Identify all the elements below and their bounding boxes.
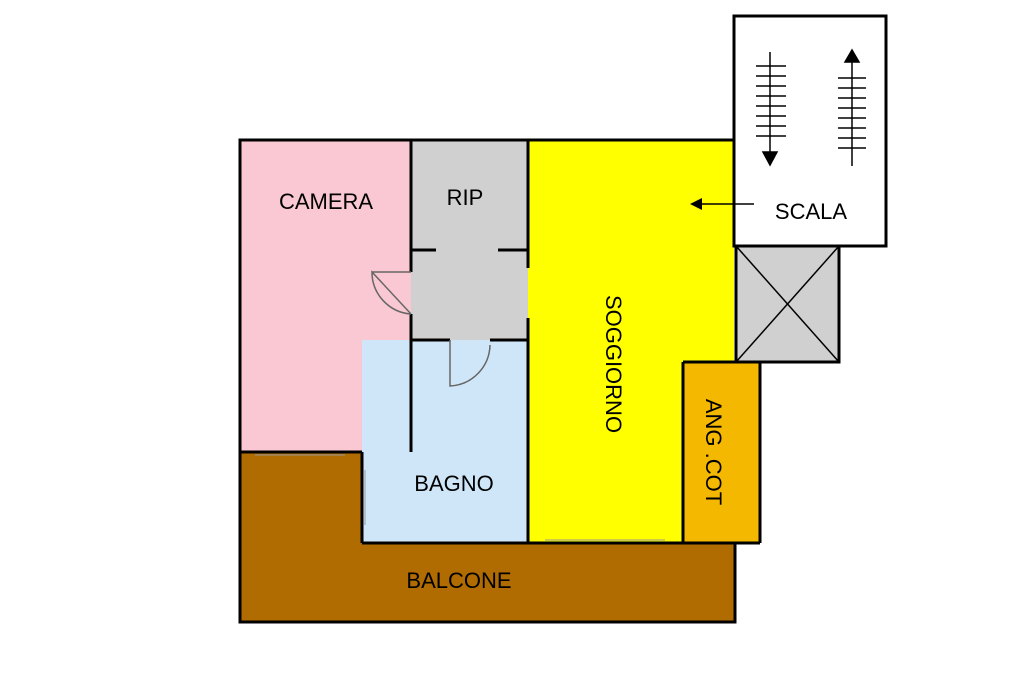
- label-balcone: BALCONE: [406, 568, 511, 593]
- door-camera: [371, 270, 412, 315]
- window-marks: [255, 454, 665, 541]
- door-swings: [371, 270, 491, 387]
- label-scala: SCALA: [775, 199, 847, 224]
- room-scala: [734, 16, 886, 246]
- door-bagno: [449, 340, 491, 387]
- arrow-down-icon: [756, 52, 786, 167]
- arrow-up-icon: [838, 48, 866, 166]
- room-rip: [411, 140, 528, 340]
- cross-box-icon: [735, 245, 840, 363]
- label-rip: RIP: [447, 185, 484, 210]
- room-ang-cot: [683, 362, 760, 543]
- label-camera: CAMERA: [279, 189, 373, 214]
- arrow-left-icon: [690, 198, 754, 210]
- walls: [238, 14, 888, 545]
- label-bagno: BAGNO: [414, 471, 493, 496]
- label-soggiorno: SOGGIORNO: [601, 295, 626, 433]
- label-ang-cot: ANG .COT: [701, 399, 726, 505]
- room-bagno: [362, 340, 528, 543]
